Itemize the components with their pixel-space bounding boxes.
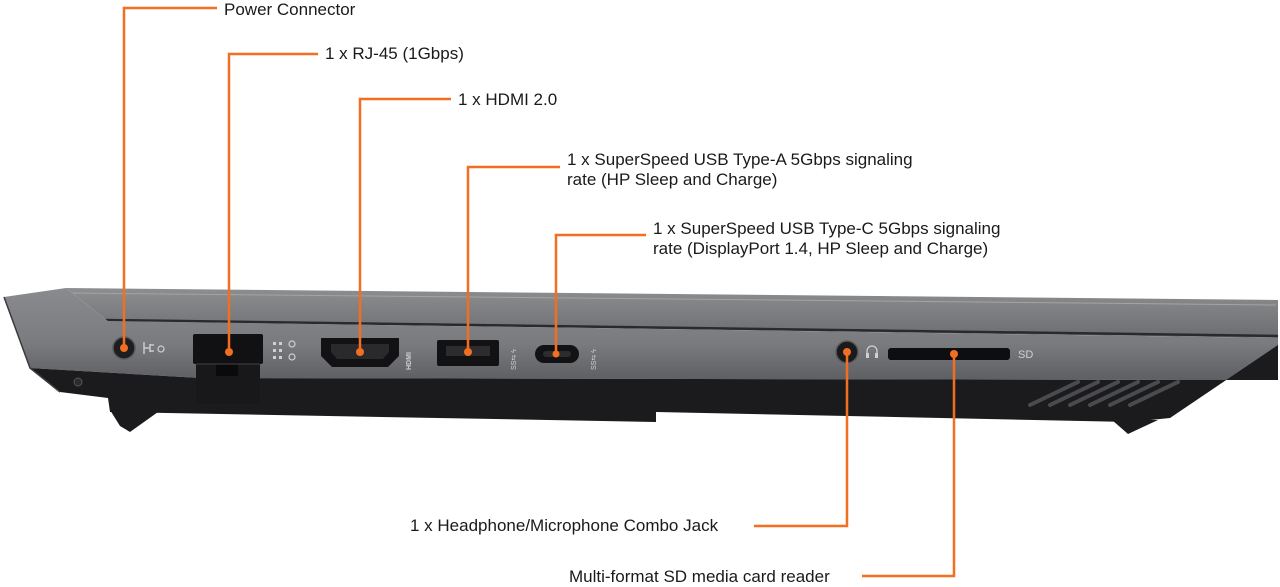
callout-text: Power Connector (224, 0, 356, 19)
callout-label-audio-jack: 1 x Headphone/Microphone Combo Jack (410, 516, 718, 536)
callout-lines (122, 6, 956, 578)
callout-label-usb-a: 1 x SuperSpeed USB Type-A 5Gbps signalin… (567, 150, 913, 190)
callout-line-power (122, 6, 217, 348)
callout-label-hdmi: 1 x HDMI 2.0 (458, 90, 557, 110)
left-foot (110, 410, 158, 432)
laptop-bottom (30, 345, 1278, 422)
network-led-2 (288, 353, 296, 361)
hdmi-port-marking: HDMI (406, 352, 413, 370)
callout-line-usba (466, 165, 560, 352)
callout-text: 1 x HDMI 2.0 (458, 90, 558, 109)
power-led-icon (157, 345, 165, 353)
callout-text: 1 x Headphone/Microphone Combo Jack (410, 516, 719, 535)
power-plug-icon (143, 342, 154, 354)
network-led-1 (288, 340, 296, 348)
right-foot (1112, 420, 1158, 434)
network-icon (273, 342, 282, 359)
callout-text: rate (HP Sleep and Charge) (567, 170, 778, 189)
vent-grille (1028, 380, 1180, 407)
callout-label-sd-reader: Multi-format SD media card reader (569, 567, 830, 587)
callout-text: 1 x SuperSpeed USB Type-C 5Gbps signalin… (653, 219, 1001, 238)
callout-label-rj45: 1 x RJ-45 (1Gbps) (325, 44, 464, 64)
headset-icon (866, 345, 878, 358)
laptop-lid (66, 288, 1278, 338)
callout-line-usbc (554, 233, 646, 354)
callout-line-rj45 (227, 52, 318, 352)
status-led (73, 377, 83, 387)
sd-card-slot (888, 348, 1010, 360)
callout-text: 1 x SuperSpeed USB Type-A 5Gbps signalin… (567, 150, 913, 169)
callout-dots (120, 344, 958, 358)
callout-text: 1 x RJ-45 (1Gbps) (325, 44, 464, 63)
usb-a-port-marking: SS⇆ ϟ (511, 349, 518, 370)
callout-text: Multi-format SD media card reader (569, 567, 830, 586)
callout-line-hdmi (358, 97, 451, 352)
callout-line-sd (862, 354, 956, 578)
sd-slot-marking: SD (1018, 349, 1033, 361)
usb-c-port-marking: SS⇆ ϟ (591, 349, 598, 370)
callout-label-usb-c: 1 x SuperSpeed USB Type-C 5Gbps signalin… (653, 219, 1000, 259)
callout-label-power: Power Connector (224, 0, 355, 20)
callout-line-audio (754, 352, 849, 528)
callout-text: rate (DisplayPort 1.4, HP Sleep and Char… (653, 239, 989, 258)
